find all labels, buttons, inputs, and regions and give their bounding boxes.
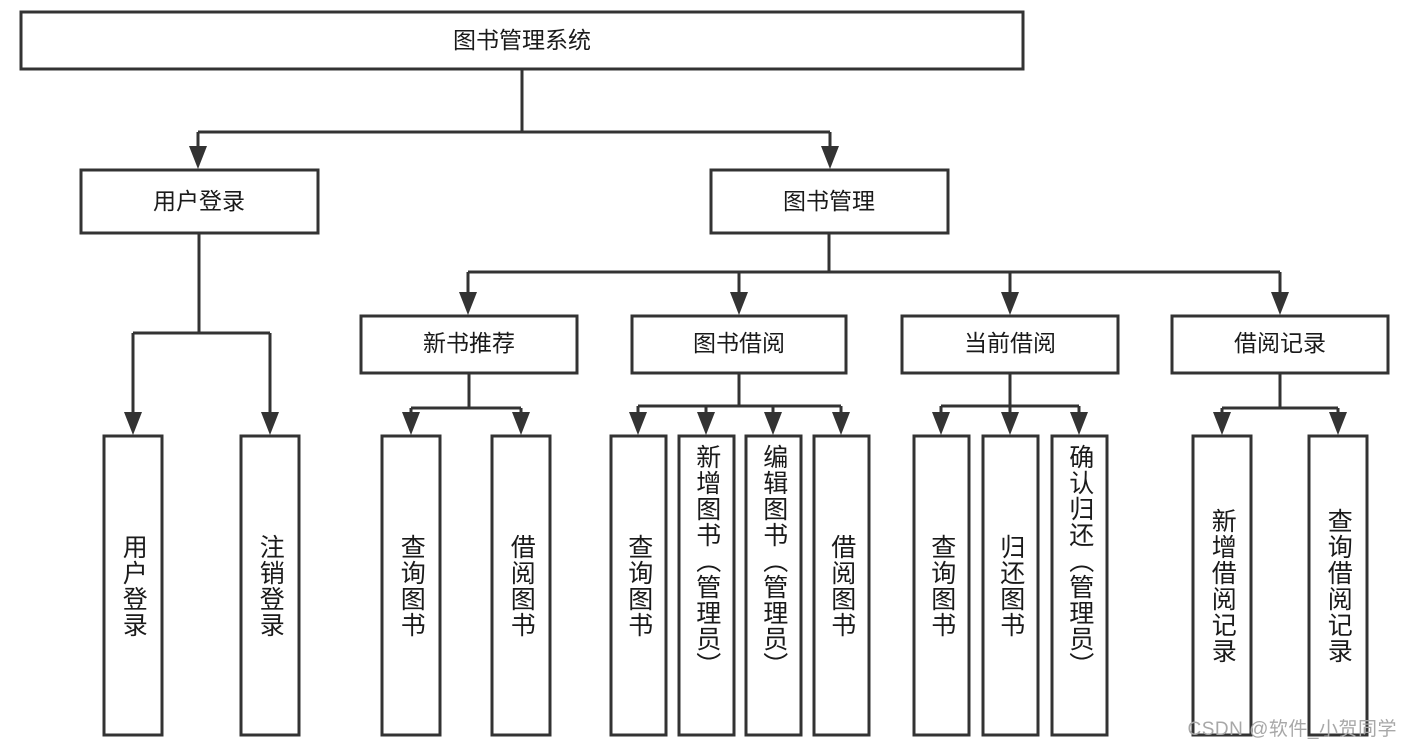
leaf-box xyxy=(490,434,552,737)
leaf-box xyxy=(981,434,1040,737)
leaf-node-user-login[interactable] xyxy=(102,434,164,737)
leaf-node-query-book-current[interactable] xyxy=(912,434,971,737)
root-box xyxy=(19,10,1025,71)
connector-bookmgmt-to-level3 xyxy=(459,233,1289,315)
arrow-head-icon xyxy=(821,146,839,169)
user-login-box xyxy=(79,168,320,235)
arrow-head-icon xyxy=(697,412,715,435)
current-borrow-label: 当前借阅 xyxy=(964,330,1056,356)
arrow-head-icon xyxy=(512,412,530,435)
arrow-head-icon xyxy=(932,412,950,435)
watermark-text: CSDN @软件_小贺同学 xyxy=(1187,719,1397,740)
leaf-node-query-book-borrow[interactable] xyxy=(609,434,668,737)
new-book-recommend-box xyxy=(359,314,579,375)
node-new-book-recommend[interactable]: 新书推荐 xyxy=(359,314,579,375)
user-login-label: 用户登录 xyxy=(153,188,245,214)
node-current-borrow[interactable]: 当前借阅 xyxy=(900,314,1120,375)
leaf-node-confirm-return-admin[interactable] xyxy=(1050,434,1109,737)
arrow-head-icon xyxy=(730,292,748,315)
leaf-node-logout-login[interactable] xyxy=(239,434,301,737)
leaf-box xyxy=(1191,434,1253,737)
arrow-head-icon xyxy=(261,412,279,435)
arrow-head-icon xyxy=(1213,412,1231,435)
node-borrow-record[interactable]: 借阅记录 xyxy=(1170,314,1390,375)
node-user-login[interactable]: 用户登录 xyxy=(79,168,320,235)
arrow-head-icon xyxy=(1329,412,1347,435)
leaf-node-add-book-admin[interactable] xyxy=(677,434,736,737)
arrow-head-icon xyxy=(124,412,142,435)
node-book-borrow[interactable]: 图书借阅 xyxy=(630,314,848,375)
arrow-head-icon xyxy=(1001,292,1019,315)
leaf-node-query-book-recommend[interactable] xyxy=(380,434,442,737)
connector-bookborrow-to-leaves xyxy=(629,373,850,435)
connector-newbook-to-leaves xyxy=(402,373,530,435)
leaf-node-return-book[interactable] xyxy=(981,434,1040,737)
connector-userlogin-to-leaves xyxy=(124,233,279,435)
leaf-box xyxy=(1307,434,1369,737)
leaf-box xyxy=(102,434,164,737)
leaf-node-borrow-book[interactable] xyxy=(812,434,871,737)
leaf-node-edit-book-admin[interactable] xyxy=(744,434,803,737)
arrow-head-icon xyxy=(402,412,420,435)
leaf-box xyxy=(1050,434,1109,737)
leaf-node-add-borrow-record[interactable] xyxy=(1191,434,1253,737)
arrow-head-icon xyxy=(189,146,207,169)
book-borrow-label: 图书借阅 xyxy=(693,330,785,356)
arrow-head-icon xyxy=(1070,412,1088,435)
leaf-box xyxy=(380,434,442,737)
leaf-node-borrow-book-recommend[interactable] xyxy=(490,434,552,737)
arrow-head-icon xyxy=(1271,292,1289,315)
connector-borrowrecord-to-leaves xyxy=(1213,373,1347,435)
leaf-box xyxy=(677,434,736,737)
node-root[interactable]: 图书管理系统 xyxy=(19,10,1025,71)
arrow-head-icon xyxy=(459,292,477,315)
current-borrow-box xyxy=(900,314,1120,375)
new-book-recommend-label: 新书推荐 xyxy=(423,330,515,356)
connector-currentborrow-to-leaves xyxy=(932,373,1088,435)
leaf-box xyxy=(239,434,301,737)
leaf-box xyxy=(812,434,871,737)
leaf-node-query-borrow-record[interactable] xyxy=(1307,434,1369,737)
leaf-box xyxy=(912,434,971,737)
leaf-box xyxy=(744,434,803,737)
node-book-management[interactable]: 图书管理 xyxy=(709,168,950,235)
arrow-head-icon xyxy=(764,412,782,435)
arrow-head-icon xyxy=(1001,412,1019,435)
arrow-head-icon xyxy=(629,412,647,435)
leaf-box xyxy=(609,434,668,737)
book-management-label: 图书管理 xyxy=(783,188,875,214)
connector-root-to-level2 xyxy=(189,69,839,169)
root-label: 图书管理系统 xyxy=(453,27,591,53)
arrow-head-icon xyxy=(832,412,850,435)
borrow-record-label: 借阅记录 xyxy=(1234,330,1326,356)
